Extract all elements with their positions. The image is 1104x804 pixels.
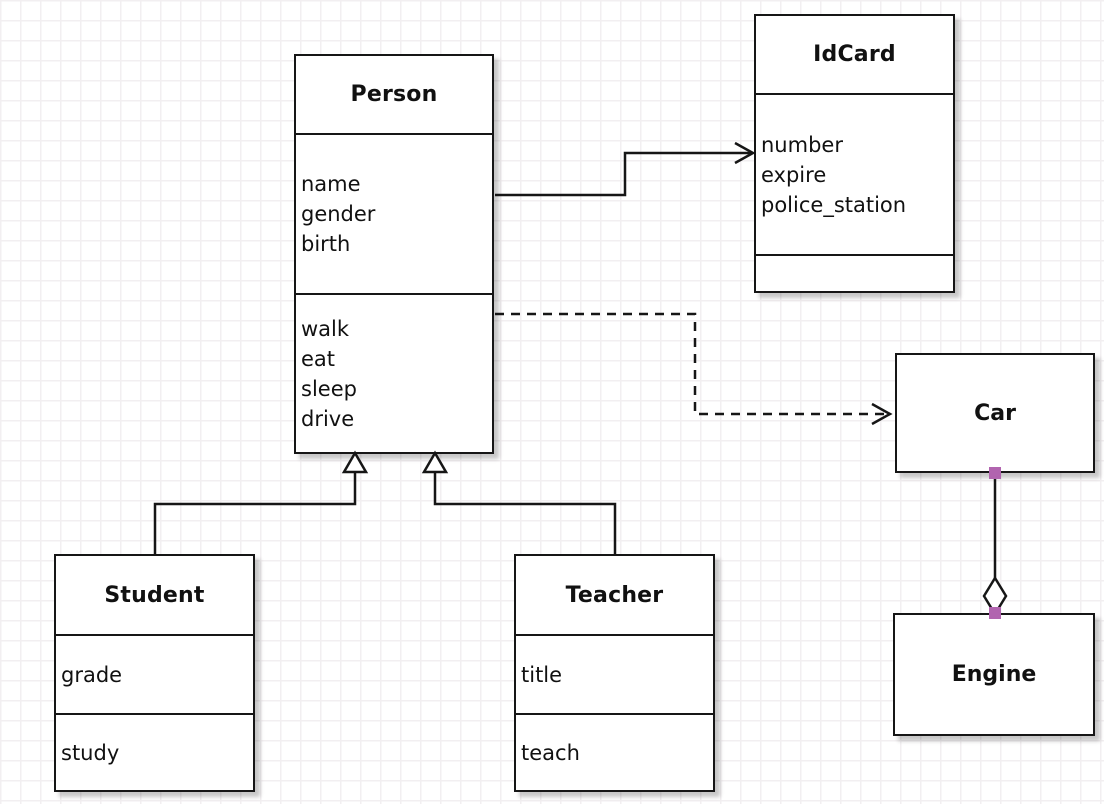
attribute: expire [761, 162, 827, 187]
method: eat [301, 346, 336, 371]
idcard-methods-empty [756, 256, 953, 291]
class-title-car: Car [974, 400, 1016, 426]
connector-teacher-person-generalization[interactable] [421, 450, 617, 554]
method: walk [301, 316, 350, 341]
method: drive [301, 406, 355, 431]
class-title-student: Student [56, 556, 253, 636]
hollow-triangle-icon [341, 450, 369, 474]
class-title-teacher: Teacher [516, 556, 713, 636]
method: study [61, 740, 120, 765]
class-title-person: Person [296, 56, 492, 135]
class-title-idcard: IdCard [756, 16, 953, 95]
attribute: grade [61, 662, 123, 687]
class-box-car[interactable]: Car [895, 353, 1095, 473]
class-title-engine: Engine [951, 662, 1037, 687]
student-attributes: grade [56, 636, 253, 715]
idcard-attributes: number expire police_station [756, 95, 953, 256]
open-arrowhead-icon [734, 141, 756, 165]
teacher-methods: teach [516, 715, 713, 790]
attribute: gender [301, 202, 376, 226]
attribute: name [301, 172, 361, 196]
student-methods: study [56, 715, 253, 790]
class-box-idcard[interactable]: IdCard number expire police_station [754, 14, 955, 293]
class-box-engine[interactable]: Engine [893, 613, 1095, 736]
attribute: police_station [761, 192, 907, 217]
class-box-student[interactable]: Student grade study [54, 554, 255, 792]
hollow-triangle-icon [421, 450, 449, 474]
person-methods: walk eat sleep drive [296, 295, 492, 452]
person-attributes: name gender birth [296, 135, 492, 295]
attribute: title [521, 662, 563, 687]
class-box-person[interactable]: Person name gender birth walk eat sleep … [294, 54, 494, 454]
hollow-diamond-icon [982, 575, 1008, 617]
teacher-attributes: title [516, 636, 713, 715]
class-box-teacher[interactable]: Teacher title teach [514, 554, 715, 792]
connector-car-engine-aggregation[interactable] [982, 467, 1008, 619]
connector-person-car-dependency[interactable] [495, 312, 893, 426]
open-arrowhead-icon [871, 402, 893, 426]
method: teach [521, 740, 580, 765]
attribute: birth [301, 232, 351, 256]
connector-student-person-generalization[interactable] [153, 450, 369, 554]
connector-person-idcard-association[interactable] [495, 141, 756, 197]
attribute: number [761, 132, 843, 157]
method: sleep [301, 376, 357, 401]
